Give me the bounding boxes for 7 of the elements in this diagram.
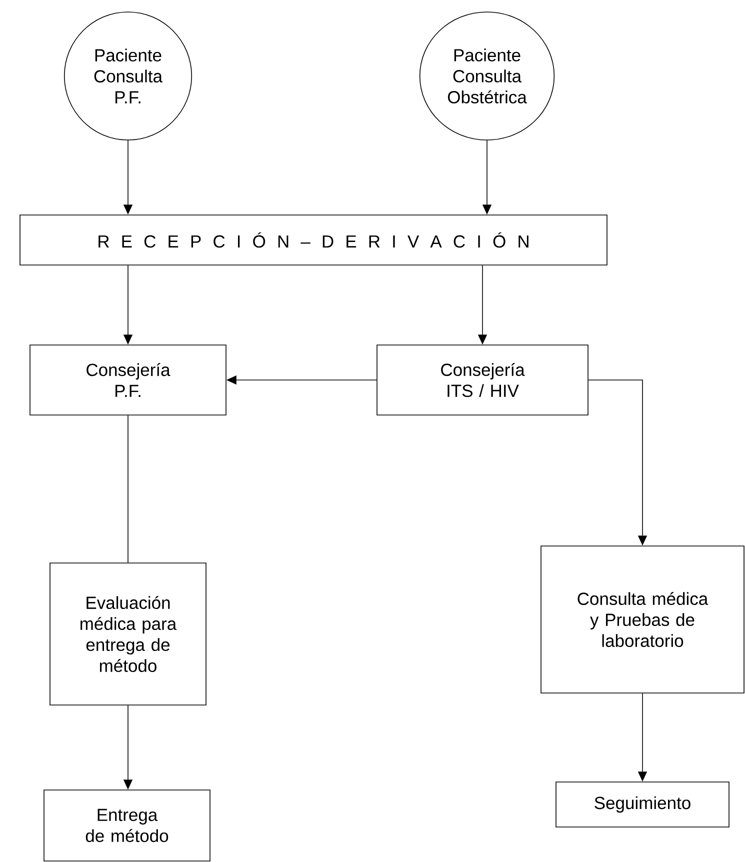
process-box: Consejería ITS / HIV: [376, 344, 588, 416]
process-box: Entrega de método: [44, 790, 210, 862]
process-box: Seguimiento: [556, 782, 730, 828]
process-box: R E C E P C I Ó N – D E R I V A C I Ó N: [20, 214, 608, 266]
process-box: Evaluación médica para entrega de método: [50, 562, 206, 706]
process-box: Consejería P.F.: [30, 344, 226, 416]
process-box: Consulta médica y Pruebas de laboratorio: [540, 546, 744, 694]
